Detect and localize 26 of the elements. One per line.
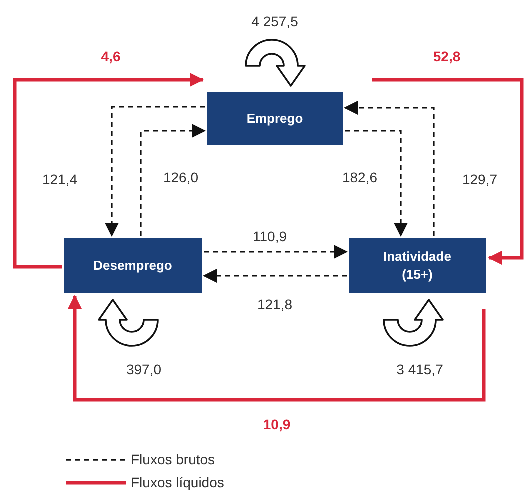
legend-text: Fluxos líquidos xyxy=(131,474,224,492)
arrow xyxy=(140,124,206,236)
edge-label: 129,7 xyxy=(462,170,498,190)
arrow xyxy=(203,269,347,283)
edge-label: 4,6 xyxy=(101,48,121,66)
arrow xyxy=(105,106,205,237)
edge-label: 126,0 xyxy=(163,168,199,188)
arrow xyxy=(345,130,408,237)
edge-label: 182,6 xyxy=(342,168,378,188)
arrow xyxy=(344,101,435,236)
arrow xyxy=(372,78,524,265)
edge-label: 10,9 xyxy=(263,416,291,434)
edge-label: 110,9 xyxy=(253,228,287,246)
edge-label: 52,8 xyxy=(433,48,461,66)
legend-text: Fluxos brutos xyxy=(131,450,216,470)
state-box: Emprego xyxy=(207,92,343,145)
edge-label: 121,8 xyxy=(257,296,293,314)
flow-value: 4 257,5 xyxy=(252,12,298,32)
state-box: Inatividade (15+) xyxy=(349,238,486,293)
arrow xyxy=(13,73,204,269)
arrow xyxy=(204,245,348,259)
flow-value: 397,0 xyxy=(126,360,162,380)
state-box: Desemprego xyxy=(64,238,202,293)
edge-label: 121,4 xyxy=(42,170,78,190)
flow-value: 3 415,7 xyxy=(396,360,444,380)
arrow xyxy=(68,295,486,402)
